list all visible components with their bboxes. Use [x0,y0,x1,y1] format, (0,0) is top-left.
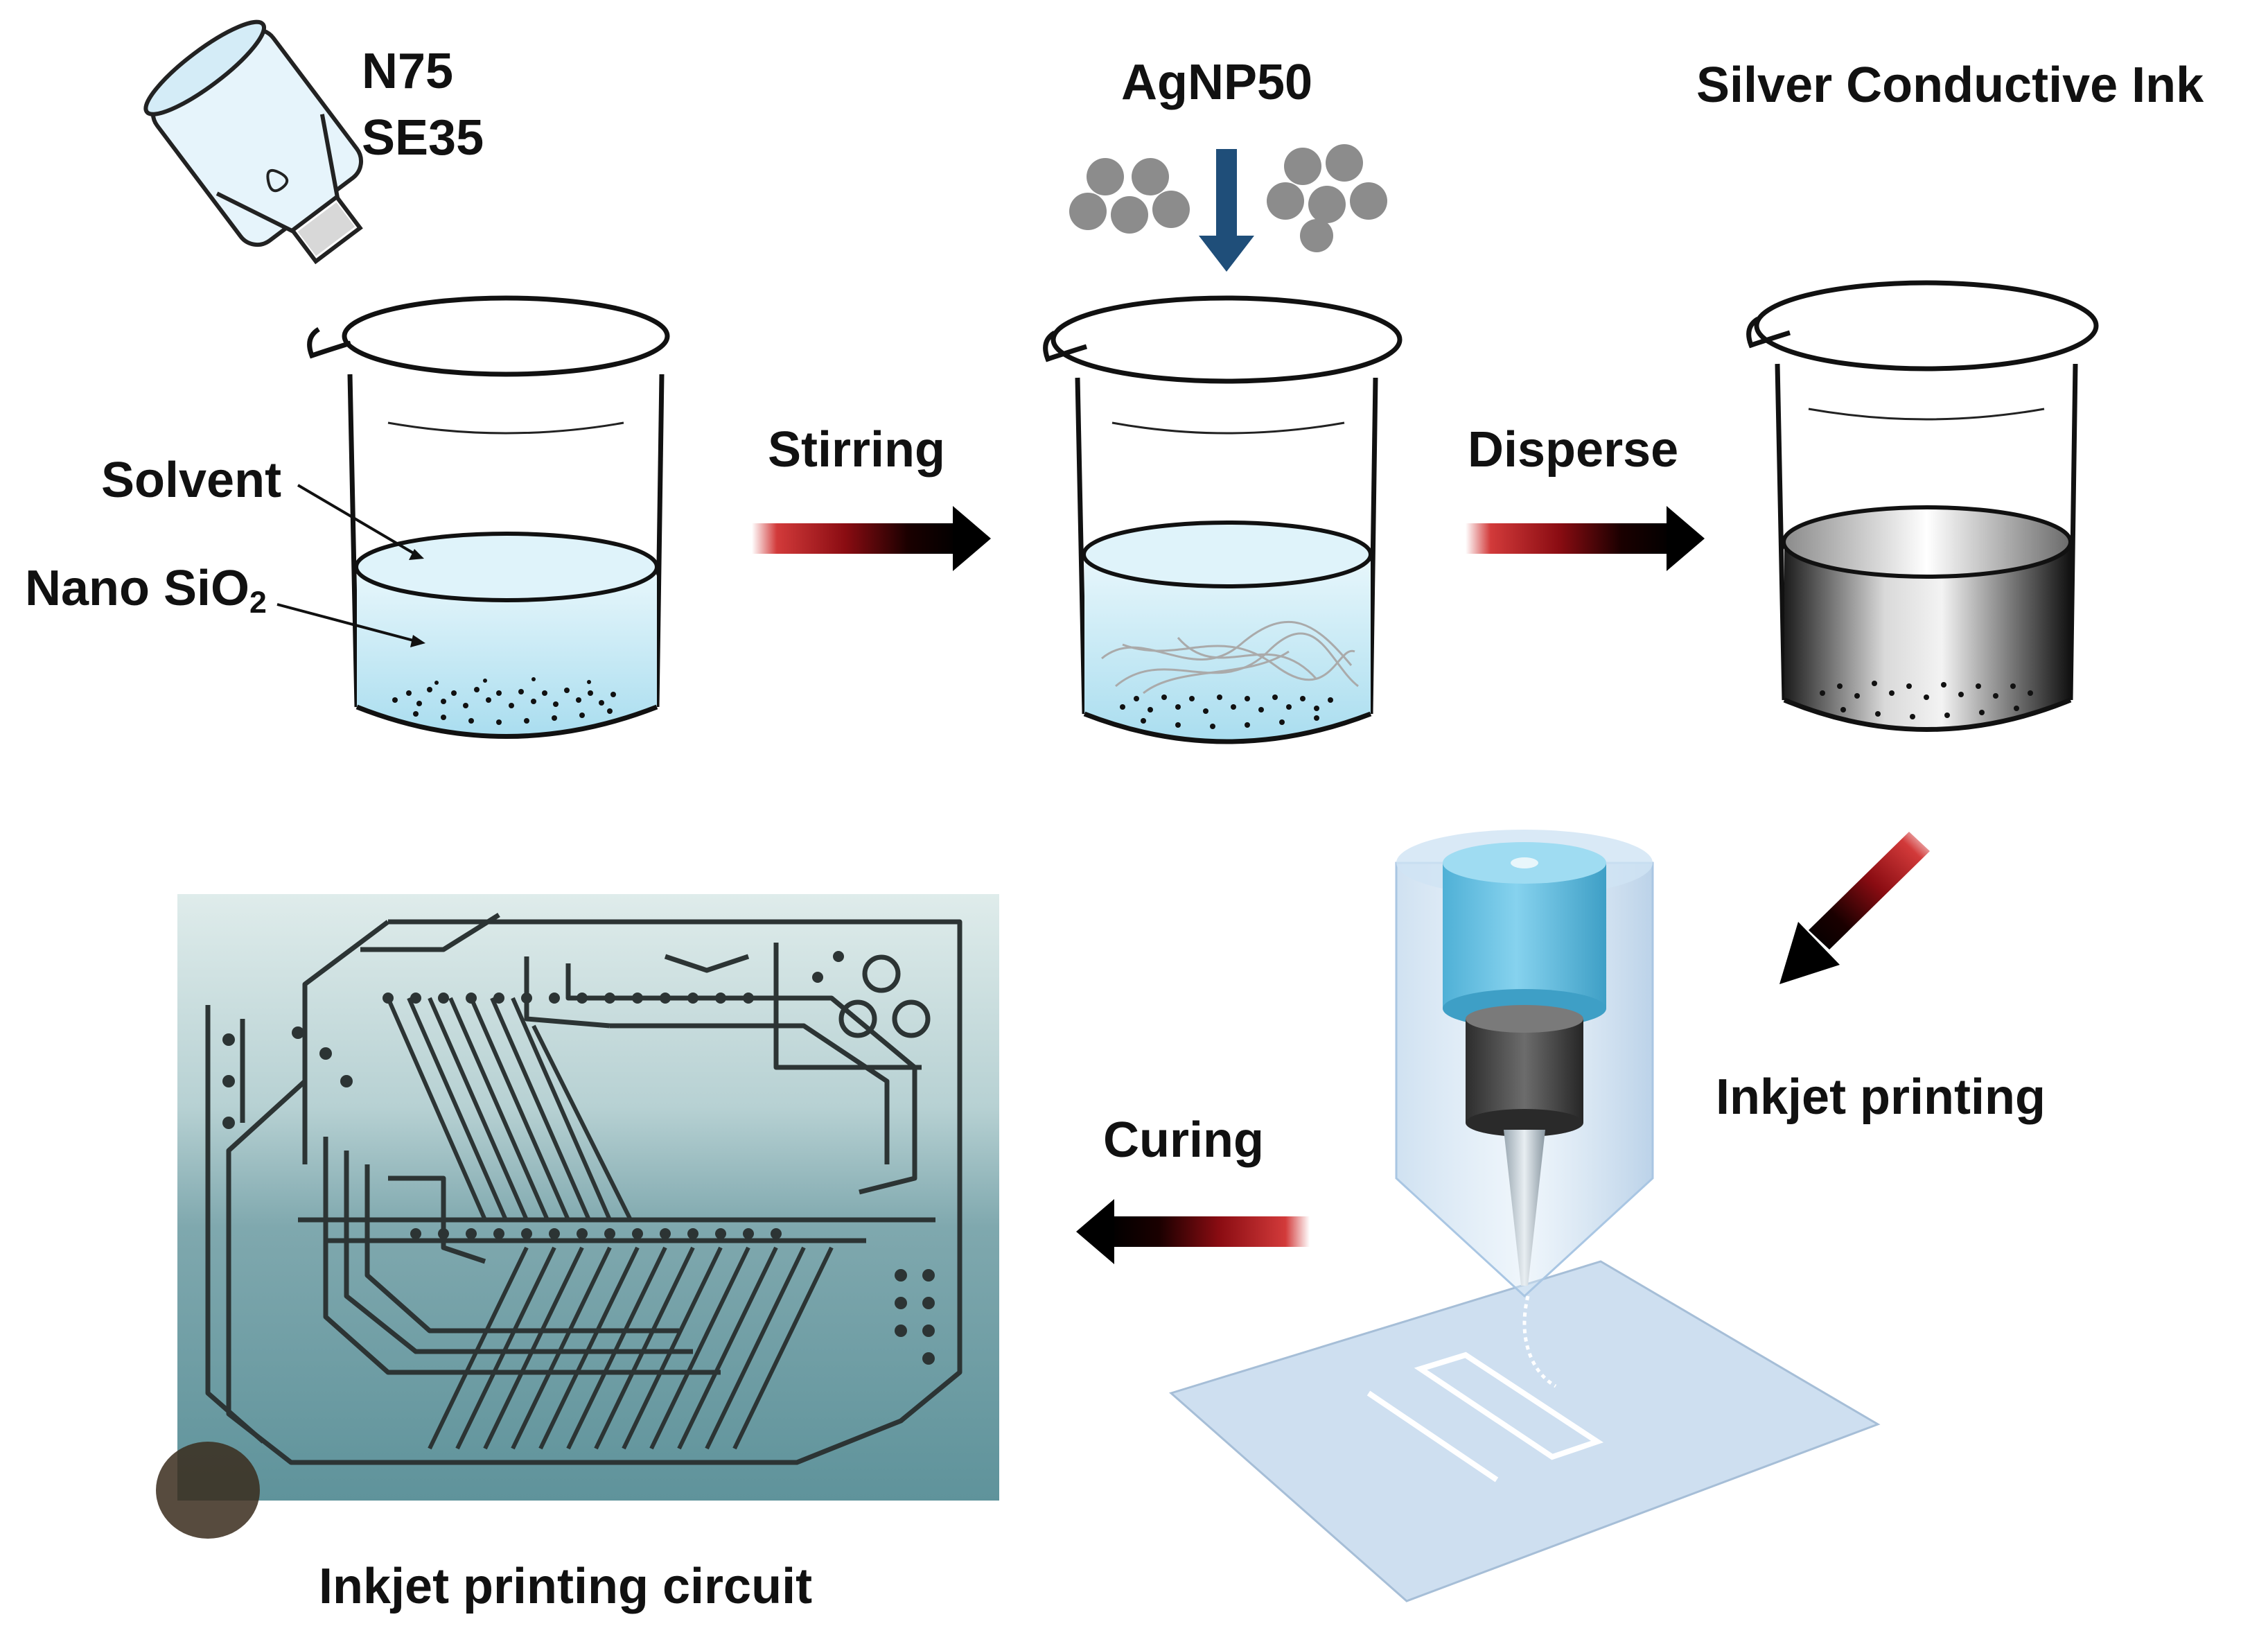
beaker-ink [1749,283,2096,730]
step-label-inkjet-printing: Inkjet printing [1716,1069,2046,1126]
step-label-stirring: Stirring [768,421,945,478]
substrate-sheet [1171,1261,1878,1601]
down-arrow-icon [1199,149,1254,272]
nano-sio2-text: Nano SiO [25,561,249,616]
step-label-curing: Curing [1103,1112,1264,1169]
powder-label-se35: SE35 [362,110,484,166]
powder-label-n75: N75 [362,43,453,100]
arrow-to-printing [1779,832,1930,984]
solvent-label: Solvent [101,452,281,509]
beaker-solvent [277,298,667,737]
step-label-disperse: Disperse [1468,421,1678,478]
result-label-circuit: Inkjet printing circuit [319,1558,812,1615]
arrow-curing [1076,1199,1310,1264]
nanoparticle-label: AgNP50 [1121,54,1312,111]
printed-circuit-photo [156,894,999,1539]
printer-nozzle-icon [1396,830,1653,1296]
beaker-stirred [1046,298,1400,742]
arrow-disperse [1466,506,1705,571]
nano-sio2-label: Nano SiO2 [25,560,267,620]
arrow-stirring [752,506,991,571]
powder-bottle-icon [136,10,396,288]
nano-sio2-subscript: 2 [249,586,267,620]
ink-label: Silver Conductive Ink [1696,57,2204,114]
